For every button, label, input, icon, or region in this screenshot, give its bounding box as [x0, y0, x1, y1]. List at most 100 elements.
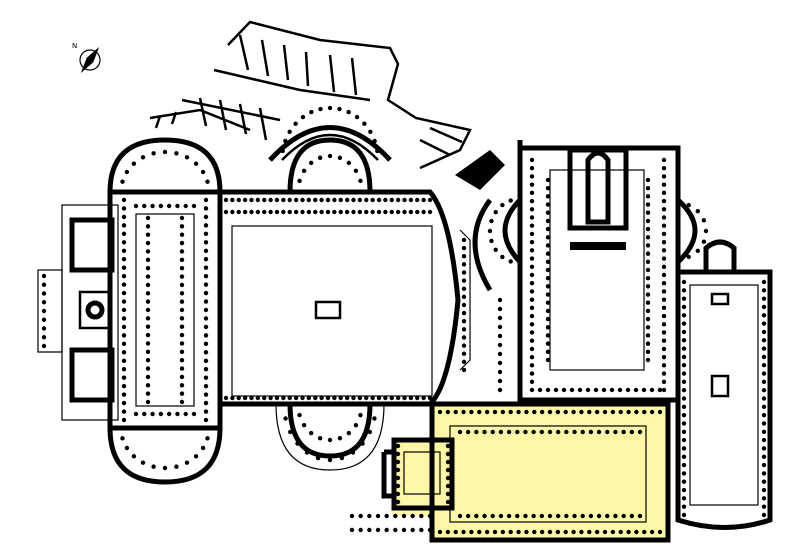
column-dot	[203, 400, 209, 406]
column-dot	[645, 292, 651, 297]
column-dot	[203, 367, 209, 372]
column-dot	[529, 363, 535, 368]
column-dot	[532, 529, 537, 535]
column-dot	[516, 409, 521, 415]
column-dot	[350, 450, 356, 455]
column-dot	[675, 256, 681, 262]
column-dot	[489, 238, 494, 244]
eastern-hall	[675, 239, 773, 530]
column-dot	[179, 341, 185, 346]
column-dot	[332, 197, 337, 203]
column-dot	[415, 197, 420, 203]
column-dot	[242, 197, 248, 203]
column-dot	[661, 223, 667, 228]
column-dot	[761, 304, 767, 310]
column-dot	[121, 282, 127, 287]
column-dot	[179, 357, 185, 363]
column-dot	[761, 412, 767, 418]
column-dot	[179, 282, 185, 288]
column-dot	[393, 513, 398, 519]
column-dot	[376, 395, 382, 401]
column-dot	[445, 409, 451, 415]
column-dot	[596, 429, 602, 435]
column-dot	[236, 209, 241, 215]
column-dot	[529, 215, 535, 220]
column-dot	[145, 332, 151, 338]
column-dot	[681, 496, 687, 501]
column-dot	[297, 178, 302, 184]
column-dot	[191, 203, 197, 209]
column-dot	[249, 209, 254, 215]
column-dot	[529, 371, 535, 376]
column-dot	[300, 197, 305, 203]
column-dot	[500, 529, 506, 535]
column-dot	[338, 197, 343, 203]
column-dot	[588, 513, 594, 519]
column-dot	[681, 387, 687, 393]
column-dot	[145, 324, 151, 329]
column-dot	[661, 330, 667, 335]
column-dot	[308, 430, 314, 436]
column-dot	[461, 270, 467, 275]
column-dot	[317, 155, 323, 160]
column-dot	[661, 264, 667, 269]
column-dot	[529, 248, 535, 253]
column-dot	[497, 360, 503, 366]
column-dot	[681, 379, 687, 385]
column-dot	[344, 209, 350, 215]
column-dot	[121, 206, 127, 211]
column-dot	[359, 189, 365, 195]
column-dot	[629, 513, 635, 519]
column-dot	[203, 383, 209, 389]
column-dot	[124, 169, 130, 175]
column-dot	[325, 209, 331, 215]
column-dot	[145, 341, 151, 346]
column-dot	[661, 379, 667, 384]
column-dot	[183, 411, 188, 417]
column-dot	[445, 443, 451, 449]
column-dot	[145, 282, 151, 288]
column-dot	[337, 436, 343, 441]
column-dot	[338, 209, 343, 215]
column-dot	[395, 459, 401, 465]
column-dot	[761, 462, 767, 468]
column-dot	[370, 209, 375, 215]
column-dot	[223, 209, 229, 215]
column-dot	[179, 349, 185, 355]
column-dot	[681, 321, 687, 326]
column-dot	[625, 387, 631, 393]
column-dot	[508, 259, 513, 264]
column-dot	[145, 265, 151, 271]
column-dot	[373, 401, 379, 407]
column-dot	[230, 197, 235, 203]
column-dot	[306, 209, 312, 215]
column-dot	[661, 174, 667, 179]
column-dot	[262, 197, 267, 203]
column-dot	[564, 429, 569, 435]
column-dot	[351, 209, 356, 215]
column-dot	[203, 341, 209, 347]
column-dot	[364, 197, 369, 203]
column-dot	[283, 416, 288, 421]
column-dot	[761, 288, 767, 293]
column-dot	[497, 387, 503, 393]
column-dot	[681, 329, 687, 335]
column-dot	[601, 387, 607, 393]
column-dot	[661, 297, 667, 302]
column-dot	[529, 281, 535, 286]
column-dot	[555, 513, 561, 519]
column-dot	[121, 231, 127, 237]
column-dot	[681, 446, 687, 451]
column-dot	[517, 260, 523, 266]
column-dot	[384, 527, 389, 533]
column-dot	[367, 527, 372, 533]
column-dot	[580, 429, 585, 435]
column-dot	[500, 409, 506, 415]
column-dot	[492, 409, 498, 415]
column-dot	[383, 395, 388, 401]
column-dot	[121, 299, 127, 304]
column-dot	[761, 429, 767, 434]
column-dot	[410, 527, 415, 533]
column-dot	[118, 425, 124, 431]
column-dot	[206, 189, 212, 195]
